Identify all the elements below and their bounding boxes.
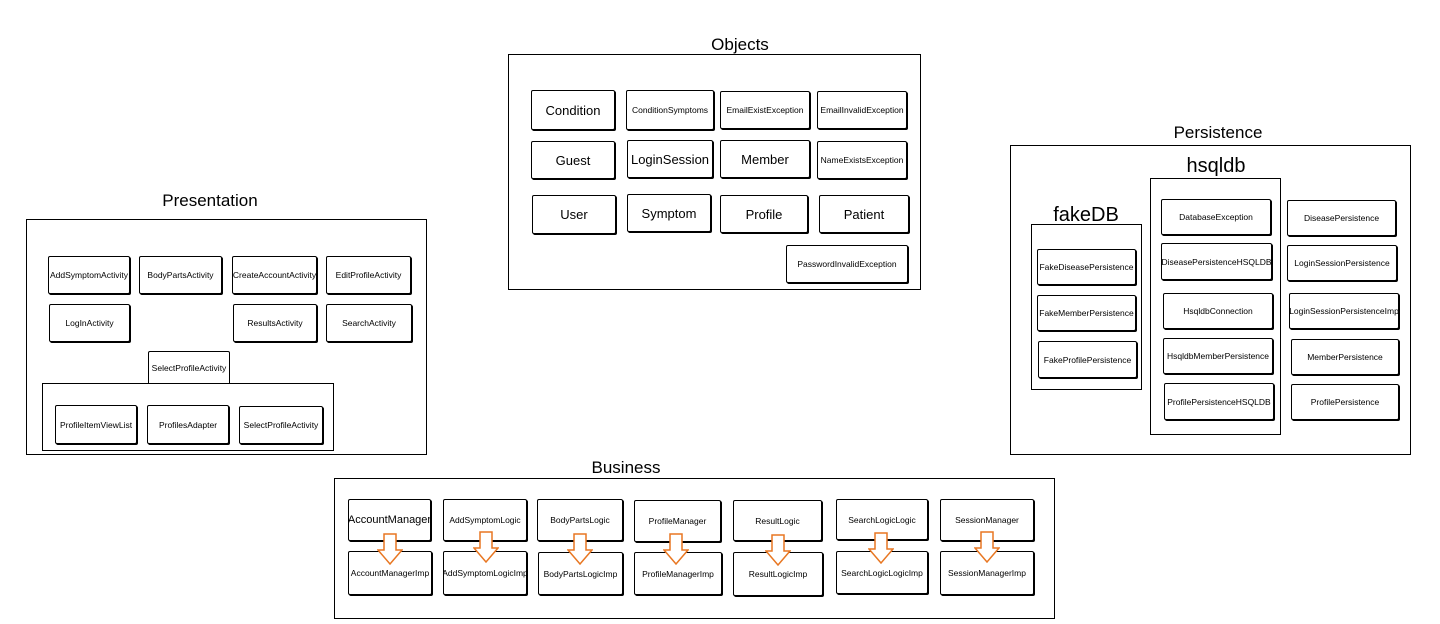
class-profile-item-view-list[interactable]: ProfileItemViewList [55, 405, 137, 444]
class-user[interactable]: User [532, 195, 616, 234]
fakedb-title: fakeDB [1053, 204, 1119, 226]
class-member[interactable]: Member [720, 140, 810, 178]
persistence-title: Persistence [1173, 123, 1263, 142]
class-patient[interactable]: Patient [819, 195, 909, 233]
class-disease-persistence[interactable]: DiseasePersistence [1287, 200, 1396, 236]
class-add-symptom-activity[interactable]: AddSymptomActivity [48, 256, 130, 294]
class-profile-persistence-hsqldb[interactable]: ProfilePersistenceHSQLDB [1164, 383, 1274, 420]
class-condition-symptoms[interactable]: ConditionSymptoms [626, 90, 714, 130]
implements-arrow-icon [663, 533, 689, 565]
persistence-package: hsqldb fakeDB FakeDiseasePersistence Fak… [1010, 145, 1411, 455]
implements-arrow-icon [765, 534, 791, 566]
class-fake-profile-persistence[interactable]: FakeProfilePersistence [1038, 341, 1137, 378]
objects-title: Objects [711, 35, 769, 54]
fakedb-package: FakeDiseasePersistence FakeMemberPersist… [1031, 224, 1142, 390]
class-email-invalid-exception[interactable]: EmailInvalidException [817, 91, 907, 129]
business-title: Business [591, 458, 661, 477]
class-password-invalid-exception[interactable]: PasswordInvalidException [786, 245, 908, 283]
class-search-activity[interactable]: SearchActivity [326, 304, 412, 342]
class-results-activity[interactable]: ResultsActivity [233, 304, 317, 342]
implements-arrow-icon [567, 533, 593, 565]
class-profile-persistence[interactable]: ProfilePersistence [1291, 384, 1399, 420]
class-hsqldb-connection[interactable]: HsqldbConnection [1163, 293, 1273, 329]
objects-package: Condition ConditionSymptoms EmailExistEx… [508, 54, 921, 290]
presentation-title: Presentation [162, 191, 258, 210]
class-body-parts-activity[interactable]: BodyPartsActivity [139, 256, 222, 294]
implements-arrow-icon [377, 533, 403, 565]
class-select-profile-activity[interactable]: SelectProfileActivity [239, 406, 323, 444]
class-login-session-persistence[interactable]: LoginSessionPersistence [1287, 245, 1397, 281]
class-guest[interactable]: Guest [531, 141, 615, 179]
class-fake-disease-persistence[interactable]: FakeDiseasePersistence [1037, 249, 1136, 285]
class-member-persistence[interactable]: MemberPersistence [1291, 339, 1399, 375]
class-edit-profile-activity[interactable]: EditProfileActivity [326, 256, 411, 294]
hsqldb-package: DatabaseException DiseasePersistenceHSQL… [1150, 178, 1281, 435]
class-database-exception[interactable]: DatabaseException [1161, 199, 1271, 235]
class-login-session-persistence-imp[interactable]: LoginSessionPersistenceImp [1289, 293, 1399, 329]
class-profile[interactable]: Profile [720, 195, 808, 233]
class-select-profile-activity-tab[interactable]: SelectProfileActivity [148, 351, 230, 384]
implements-arrow-icon [974, 531, 1000, 563]
class-create-account-activity[interactable]: CreateAccountActivity [232, 256, 317, 294]
class-email-exist-exception[interactable]: EmailExistException [720, 91, 810, 129]
class-fake-member-persistence[interactable]: FakeMemberPersistence [1037, 295, 1136, 331]
class-disease-persistence-hsqldb[interactable]: DiseasePersistenceHSQLDB [1161, 243, 1272, 280]
class-symptom[interactable]: Symptom [627, 194, 711, 232]
class-login-activity[interactable]: LogInActivity [49, 304, 130, 342]
implements-arrow-icon [868, 532, 894, 564]
class-name-exists-exception[interactable]: NameExistsException [817, 141, 907, 179]
class-login-session[interactable]: LoginSession [627, 140, 713, 178]
presentation-package: AddSymptomActivity BodyPartsActivity Cre… [26, 219, 427, 455]
class-condition[interactable]: Condition [531, 90, 615, 130]
hsqldb-title: hsqldb [1186, 155, 1246, 177]
class-hsqldb-member-persistence[interactable]: HsqldbMemberPersistence [1163, 338, 1273, 374]
select-profile-subpackage: ProfileItemViewList ProfilesAdapter Sele… [42, 383, 334, 451]
class-profiles-adapter[interactable]: ProfilesAdapter [147, 405, 229, 444]
business-package: AccountManager AddSymptomLogic BodyParts… [334, 478, 1055, 619]
implements-arrow-icon [473, 531, 499, 563]
